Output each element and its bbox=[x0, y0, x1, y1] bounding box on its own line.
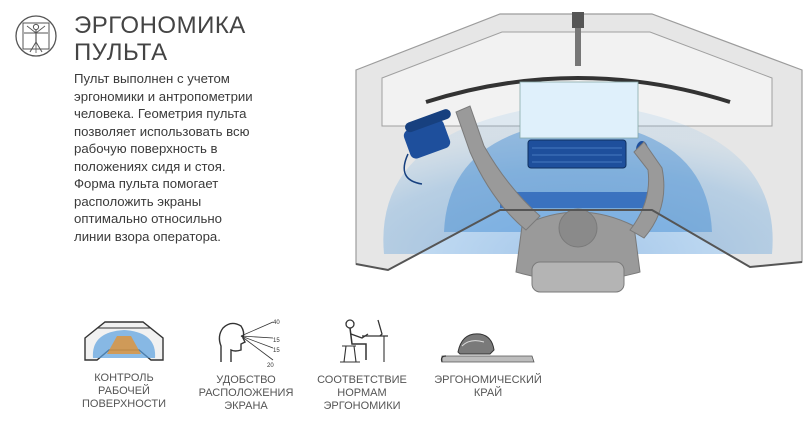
feature-ergonomic-edge: ЭРГОНОМИЧЕСКИЙ КРАЙ bbox=[428, 316, 548, 400]
feature-label-line: ЭРГОНОМИЧЕСКИЙ bbox=[434, 374, 542, 386]
feature-label-line: ЭКРАНА bbox=[224, 400, 268, 412]
feature-label-line: НОРМАМ bbox=[337, 387, 387, 399]
rounded-edge-icon bbox=[440, 333, 535, 363]
operator-figure bbox=[455, 105, 665, 293]
seated-operator-icon bbox=[340, 319, 388, 363]
feature-screen-position: 40 15 15 20 УДОБСТВО РАСПОЛОЖЕНИЯ ЭКРАНА bbox=[196, 316, 296, 413]
console-zone-icon bbox=[84, 321, 164, 361]
view-angle-icon: 40 15 15 20 bbox=[218, 320, 280, 368]
keyboard-icon bbox=[527, 139, 627, 169]
angle-label: 15 bbox=[273, 338, 280, 344]
description-line: оптимально относильно bbox=[74, 211, 222, 226]
title-line: ПУЛЬТА bbox=[74, 39, 168, 66]
angle-label: 40 bbox=[273, 320, 280, 326]
feature-label-line: ЭРГОНОМИКИ bbox=[323, 400, 401, 412]
description-line: рабочую поверхность в bbox=[74, 141, 218, 156]
feature-label-line: СООТВЕТСТВИЕ bbox=[317, 374, 407, 386]
feature-label-line: РАСПОЛОЖЕНИЯ bbox=[198, 387, 294, 399]
description-line: позволяет использовать всю bbox=[74, 123, 250, 139]
page-title: ЭРГОНОМИКА ПУЛЬТА bbox=[74, 12, 246, 66]
description-line: человека. Геометрия пульта bbox=[74, 106, 247, 121]
feature-label-line: КРАЙ bbox=[473, 387, 503, 399]
feature-work-surface-control: КОНТРОЛЬ РАБОЧЕЙ ПОВЕРХНОСТИ bbox=[74, 316, 174, 411]
feature-label-line: УДОБСТВО bbox=[216, 374, 276, 386]
feature-label: КОНТРОЛЬ РАБОЧЕЙ ПОВЕРХНОСТИ bbox=[74, 372, 174, 411]
telephone-icon bbox=[403, 109, 451, 185]
feature-label-line: РАБОЧЕЙ bbox=[98, 385, 150, 397]
description-line: линии взора оператора. bbox=[74, 228, 221, 244]
feature-label-line: ПОВЕРХНОСТИ bbox=[81, 398, 167, 410]
angle-label: 20 bbox=[267, 363, 274, 368]
description-line: положениях сидя и стоя. bbox=[74, 158, 226, 174]
description-text: Пульт выполнен с учетом эргономики и ант… bbox=[74, 70, 289, 245]
vitruvian-man-logo-icon bbox=[15, 15, 57, 57]
feature-label: УДОБСТВО РАСПОЛОЖЕНИЯ ЭКРАНА bbox=[196, 374, 296, 413]
description-line: Пульт выполнен с учетом bbox=[74, 71, 230, 86]
curved-monitor bbox=[425, 76, 731, 104]
feature-ergonomic-norms: СООТВЕТСТВИЕ НОРМАМ ЭРГОНОМИКИ bbox=[312, 316, 412, 413]
description-line: Форма пульта помогает bbox=[74, 176, 219, 191]
feature-label: СООТВЕТСТВИЕ НОРМАМ ЭРГОНОМИКИ bbox=[312, 374, 412, 413]
feature-label-line: КОНТРОЛЬ bbox=[94, 372, 154, 384]
title-line: ЭРГОНОМИКА bbox=[74, 12, 246, 39]
angle-label: 15 bbox=[273, 348, 280, 354]
monitor-mount-icon bbox=[572, 12, 584, 28]
feature-label: ЭРГОНОМИЧЕСКИЙ КРАЙ bbox=[428, 374, 548, 400]
desk-inner-area bbox=[519, 81, 639, 139]
description-line: эргономики и антропометрии bbox=[74, 88, 253, 104]
description-line: расположить экраны bbox=[74, 193, 202, 209]
console-top-view-illustration bbox=[355, 12, 803, 293]
